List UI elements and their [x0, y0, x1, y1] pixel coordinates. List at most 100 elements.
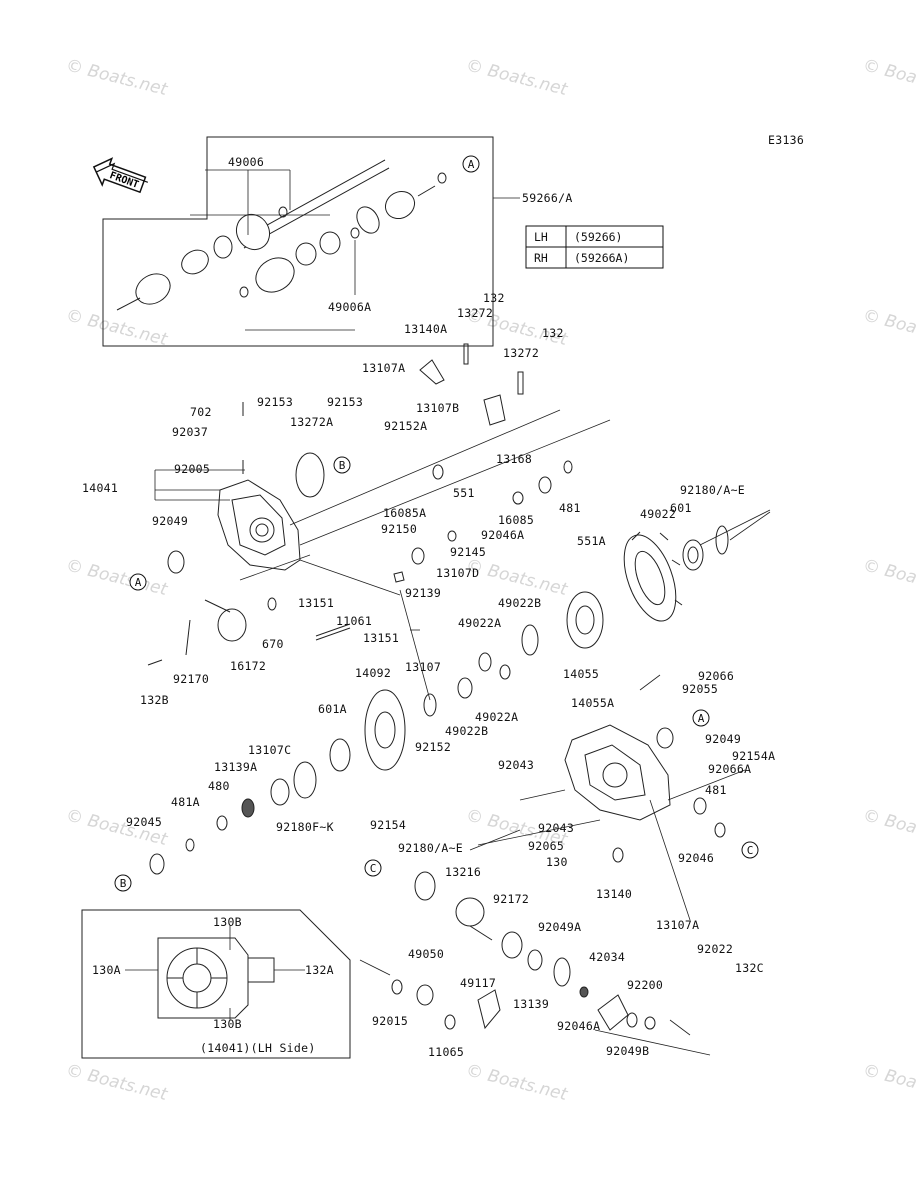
- part-number-label: 13216: [445, 865, 481, 879]
- table-cell: (59266): [574, 230, 622, 244]
- part-number-label: 132B: [140, 693, 169, 707]
- reference-marker-layer: A B A A C B C: [114, 155, 759, 892]
- part-number-label: 130: [546, 855, 568, 869]
- watermark-text: © Boats.net: [64, 305, 171, 350]
- part-number-label: 92049: [152, 514, 188, 528]
- reference-marker: A: [462, 155, 480, 173]
- table-cell: (59266A): [574, 251, 629, 265]
- part-number-label: 13107A: [656, 918, 699, 932]
- watermark-text: © Boats.net: [861, 805, 916, 850]
- reference-marker: B: [333, 456, 351, 474]
- misc-parts: [147, 343, 573, 666]
- part-number-label: 49022: [640, 507, 676, 521]
- part-number-label: 13139A: [214, 760, 257, 774]
- part-number-label: 11061: [336, 614, 372, 628]
- part-number-label: 16085A: [383, 506, 426, 520]
- part-number-label: 13107: [405, 660, 441, 674]
- part-number-label: 92043: [538, 821, 574, 835]
- part-number-label: 481A: [171, 795, 200, 809]
- part-number-label: 92139: [405, 586, 441, 600]
- diagram-code: E3136: [768, 133, 804, 147]
- part-number-label: 49117: [460, 976, 496, 990]
- part-number-label: 13272A: [290, 415, 333, 429]
- part-number-label: 13140: [596, 887, 632, 901]
- part-number-label: 92065: [528, 839, 564, 853]
- part-number-label: 92200: [627, 978, 663, 992]
- front-gear-case: [154, 409, 611, 596]
- part-number-label: 92049: [705, 732, 741, 746]
- part-number-label: 49006: [228, 155, 264, 169]
- part-number-label: 11065: [428, 1045, 464, 1059]
- watermark-text: © Boats.net: [64, 1060, 171, 1105]
- part-number-label: 132: [483, 291, 505, 305]
- inset-box: 130B 130A 132A 130B (14041)(LH Side): [81, 909, 351, 1059]
- part-number-label: 92043: [498, 758, 534, 772]
- inset-label: 132A: [305, 963, 334, 977]
- part-number-label: 14055: [563, 667, 599, 681]
- inset-label: 130B: [213, 1017, 242, 1031]
- pinion-parts: [391, 829, 711, 1056]
- part-number-label: 16172: [230, 659, 266, 673]
- part-number-label: 49022B: [498, 596, 541, 610]
- part-number-label: 92015: [372, 1014, 408, 1028]
- watermark-text: © Boats.net: [64, 55, 171, 100]
- watermark-text: © Boats.net: [464, 55, 571, 100]
- part-number-label: 132C: [735, 961, 764, 975]
- drive-shaft-assembly: [102, 136, 520, 347]
- watermark-text: © Boats.net: [861, 55, 916, 100]
- front-arrow-icon: FRONT: [92, 157, 149, 194]
- part-number-label: 49022A: [475, 710, 518, 724]
- part-number-label: 92005: [174, 462, 210, 476]
- part-number-label: 702: [190, 405, 212, 419]
- reference-marker-label: B: [120, 877, 127, 890]
- part-number-label: 92180/A~E: [680, 483, 745, 497]
- ring-gear: [623, 525, 729, 622]
- part-number-label: 92170: [173, 672, 209, 686]
- part-number-label: 92154A: [732, 749, 775, 763]
- side-table: LH (59266) RH (59266A): [525, 225, 664, 269]
- part-number-label: 92066A: [708, 762, 751, 776]
- part-number-label: 49006A: [328, 300, 371, 314]
- reference-marker-label: B: [339, 459, 346, 472]
- part-number-label: 49022B: [445, 724, 488, 738]
- inset-label: 130A: [92, 963, 121, 977]
- watermark-text: © Boats.net: [464, 1060, 571, 1105]
- reference-marker-label: C: [370, 862, 377, 875]
- part-number-label: 481: [705, 783, 727, 797]
- part-number-label: 92037: [172, 425, 208, 439]
- part-number-label: 92180F~K: [276, 820, 334, 834]
- part-number-label: 551: [453, 486, 475, 500]
- part-number-label: 92022: [697, 942, 733, 956]
- part-number-label: 13107C: [248, 743, 291, 757]
- part-number-label: 92145: [450, 545, 486, 559]
- reference-marker-label: A: [135, 576, 142, 589]
- part-number-label: 13107D: [436, 566, 479, 580]
- part-number-label: 14092: [355, 666, 391, 680]
- part-number-label: 13151: [298, 596, 334, 610]
- part-number-label: 92150: [381, 522, 417, 536]
- part-number-label: 92154: [370, 818, 406, 832]
- part-number-label: 92180/A~E: [398, 841, 463, 855]
- reference-marker-label: A: [698, 712, 705, 725]
- leader-lines: [359, 509, 771, 1036]
- reference-marker: B: [114, 874, 132, 892]
- reference-marker: C: [741, 841, 759, 859]
- reference-marker: A: [129, 573, 147, 591]
- inset-label: 130B: [213, 915, 242, 929]
- table-cell: RH: [534, 251, 548, 265]
- part-number-label: 92049B: [606, 1044, 649, 1058]
- watermark-text: © Boats.net: [861, 305, 916, 350]
- part-number-label: 601A: [318, 702, 347, 716]
- part-number-label: 14055A: [571, 696, 614, 710]
- reference-marker-label: C: [747, 844, 754, 857]
- part-number-label: 42034: [589, 950, 625, 964]
- part-number-label: 92046A: [481, 528, 524, 542]
- part-number-label: 13140A: [404, 322, 447, 336]
- reference-marker: A: [692, 709, 710, 727]
- part-number-label: 481: [559, 501, 581, 515]
- part-number-label: 16085: [498, 513, 534, 527]
- part-number-label: 480: [208, 779, 230, 793]
- part-number-label: 13272: [503, 346, 539, 360]
- watermark-text: © Boats.net: [861, 555, 916, 600]
